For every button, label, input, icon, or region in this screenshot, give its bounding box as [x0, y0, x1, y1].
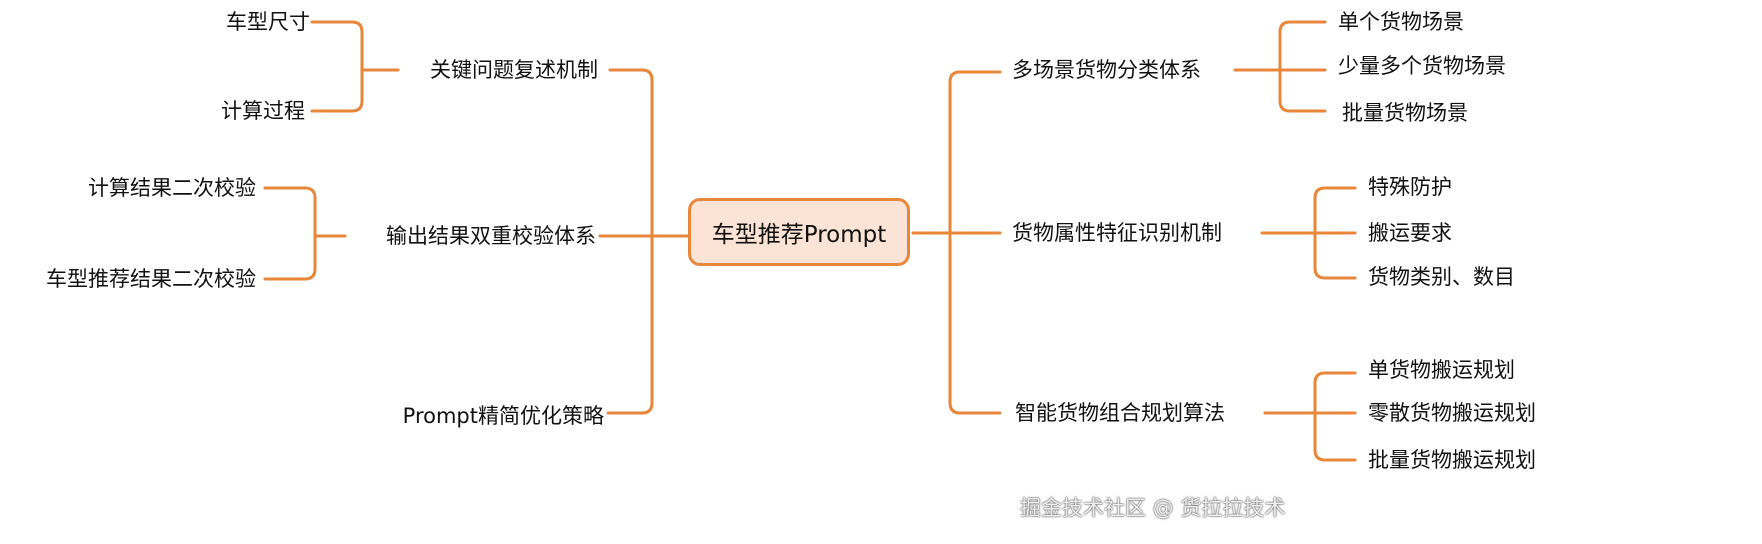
left-subtopic[interactable]: 计算过程 — [221, 99, 305, 123]
right-topic-3[interactable]: 智能货物组合规划算法 — [1015, 401, 1225, 425]
right-subtopic[interactable]: 零散货物搬运规划 — [1368, 401, 1536, 425]
right-subtopic[interactable]: 少量多个货物场景 — [1338, 54, 1506, 78]
right-subtopic[interactable]: 单货物搬运规划 — [1368, 358, 1515, 382]
right-subtopic[interactable]: 搬运要求 — [1368, 221, 1452, 245]
root-node[interactable]: 车型推荐Prompt — [688, 198, 910, 266]
left-bracket-2 — [263, 186, 347, 281]
right-subtopic[interactable]: 批量货物场景 — [1342, 101, 1468, 125]
right-subtopic[interactable]: 批量货物搬运规划 — [1368, 448, 1536, 472]
right-bracket-1 — [1233, 20, 1327, 113]
left-topic-1[interactable]: 关键问题复述机制 — [430, 58, 598, 82]
left-subtopic[interactable]: 车型推荐结果二次校验 — [46, 267, 256, 291]
left-bracket-1 — [310, 20, 400, 113]
right-bracket-2 — [1260, 186, 1357, 280]
right-subtopic[interactable]: 单个货物场景 — [1338, 10, 1464, 34]
left-subtopic[interactable]: 计算结果二次校验 — [88, 176, 256, 200]
left-trunk-connector — [606, 68, 654, 415]
right-topic-2[interactable]: 货物属性特征识别机制 — [1012, 221, 1222, 245]
left-topic-2[interactable]: 输出结果双重校验体系 — [386, 224, 596, 248]
right-trunk-connector — [911, 70, 1002, 415]
left-subtopic[interactable]: 车型尺寸 — [226, 10, 310, 34]
right-subtopic[interactable]: 货物类别、数目 — [1368, 265, 1515, 289]
left-topic-3[interactable]: Prompt精简优化策略 — [402, 404, 604, 428]
right-subtopic[interactable]: 特殊防护 — [1368, 175, 1452, 199]
watermark: 掘金技术社区 @ 货拉拉技术 — [1020, 496, 1286, 520]
right-topic-1[interactable]: 多场景货物分类体系 — [1012, 58, 1201, 82]
right-bracket-3 — [1263, 371, 1357, 462]
